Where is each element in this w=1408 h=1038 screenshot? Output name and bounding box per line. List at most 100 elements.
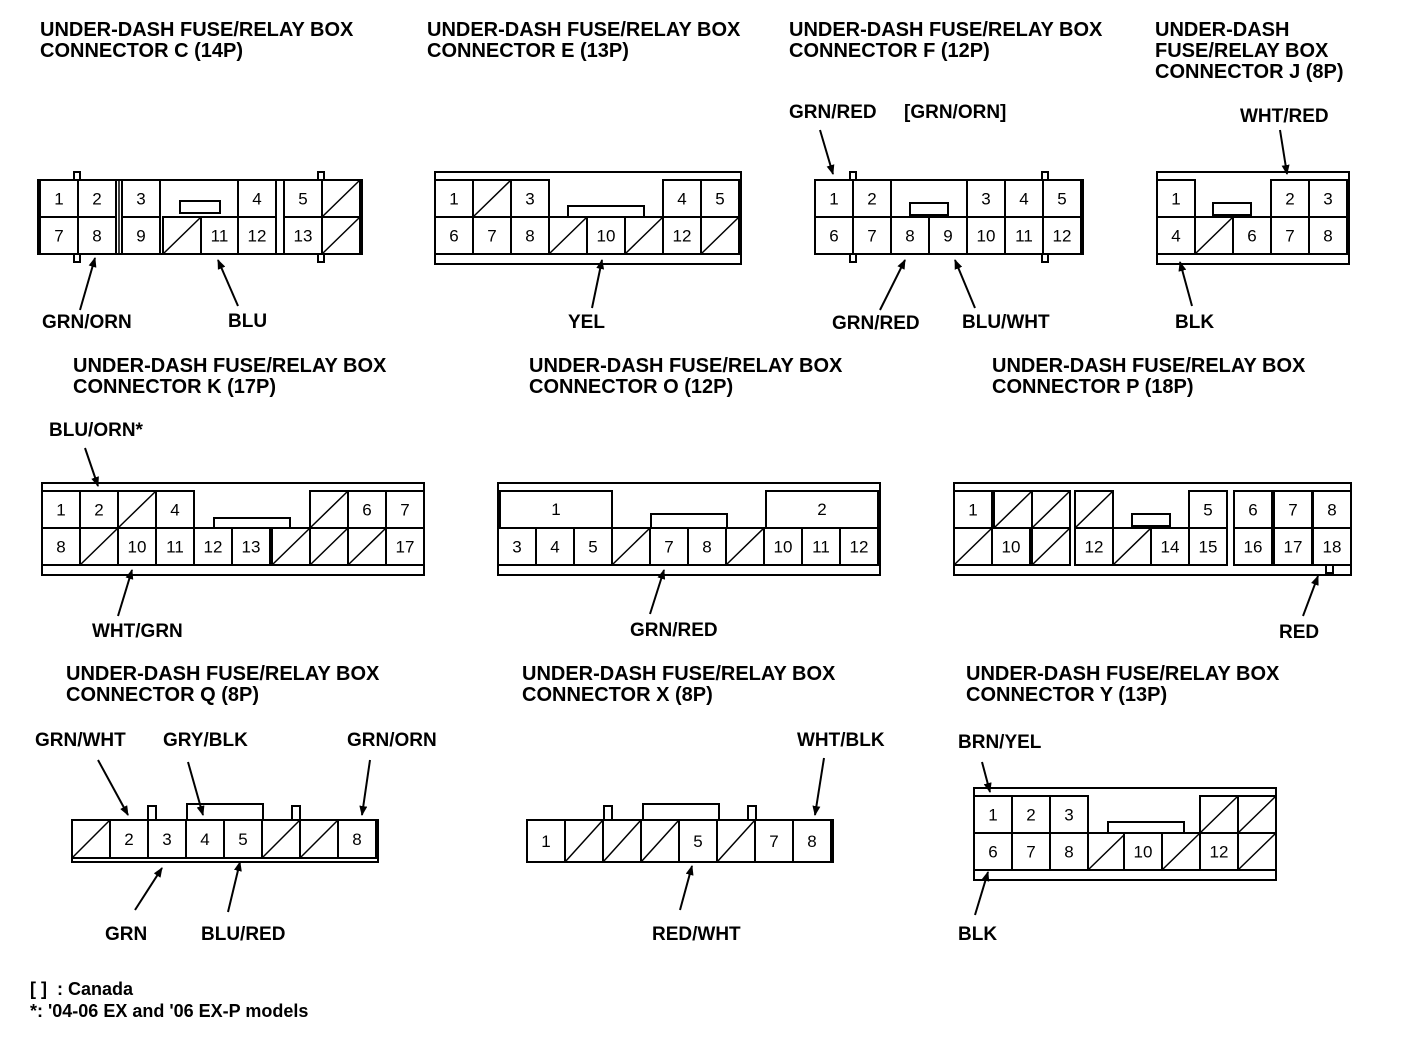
cavity-x-2-slash: [564, 819, 604, 863]
cavity-y-5-slash: [1237, 795, 1277, 834]
pin-k-11: 11: [166, 538, 184, 557]
cavity-x-8: [792, 819, 832, 863]
cavity-k-5-slash: [309, 490, 349, 529]
cavity-k-17: [385, 527, 425, 566]
pin-c-2: 2: [92, 190, 101, 209]
cavity-c-6-slash: [321, 179, 361, 218]
connector-c-key: [73, 171, 81, 181]
pin-f-11: 11: [1015, 227, 1033, 246]
cavity-y-8: [1049, 832, 1089, 871]
pin-o-4: 4: [550, 538, 559, 557]
cavity-e-9-slash: [548, 216, 588, 255]
wire-arrow-y-1: [974, 871, 990, 916]
connector-x-key: [603, 805, 613, 821]
note-models: *: '04-06 EX and '06 EX-P models: [30, 1001, 309, 1021]
pin-k-7: 7: [400, 501, 409, 520]
wire-arrow-c-1: [217, 259, 239, 307]
pin-c-12: 12: [248, 227, 267, 246]
pin-q-5: 5: [238, 830, 247, 849]
pin-q-3: 3: [162, 830, 171, 849]
cavity-y-11-slash: [1161, 832, 1201, 871]
pin-o-1: 1: [551, 500, 560, 519]
wire-label-q-0: GRN/WHT: [35, 730, 126, 751]
connector-q-title: UNDER-DASH FUSE/RELAY BOX CONNECTOR Q (8…: [66, 663, 380, 706]
wire-arrow-q-1: [187, 761, 205, 816]
connector-e-lock: [567, 205, 645, 218]
cavity-p-9-slash: [953, 527, 993, 566]
cavity-c-2: [77, 179, 117, 218]
pin-y-3: 3: [1064, 806, 1073, 825]
pin-c-5: 5: [298, 190, 307, 209]
pin-p-12: 12: [1085, 538, 1104, 557]
pin-f-5: 5: [1057, 190, 1066, 209]
connector-k-title: UNDER-DASH FUSE/RELAY BOX CONNECTOR K (1…: [73, 355, 387, 398]
pin-f-2: 2: [867, 190, 876, 209]
cavity-f-10: [966, 216, 1006, 255]
pin-k-4: 4: [170, 501, 179, 520]
cavity-e-2-slash: [472, 179, 512, 218]
pin-e-3: 3: [525, 190, 534, 209]
pin-k-2: 2: [94, 501, 103, 520]
cavity-p-12: [1074, 527, 1114, 566]
wire-arrow-x-1: [679, 865, 694, 911]
wire-label-f-0: GRN/RED: [789, 102, 877, 123]
pin-y-6: 6: [988, 843, 997, 862]
cavity-c-12: [237, 216, 277, 255]
cavity-j-2: [1270, 179, 1310, 218]
pin-p-8: 8: [1327, 501, 1336, 520]
cavity-x-3-slash: [602, 819, 642, 863]
cavity-f-8: [890, 216, 930, 255]
pin-y-2: 2: [1026, 806, 1035, 825]
cavity-c-10-slash: [162, 216, 202, 255]
cavity-x-7: [754, 819, 794, 863]
note-canada: [ ] : Canada: [30, 979, 134, 999]
wire-label-y-1: BLK: [958, 924, 997, 945]
cavity-c-7: [39, 216, 79, 255]
cavity-c-9: [121, 216, 161, 255]
connector-q-key: [291, 805, 301, 821]
pin-e-8: 8: [525, 227, 534, 246]
wire-arrow-k-1: [117, 569, 134, 617]
wire-arrow-j-1: [1178, 261, 1193, 307]
pin-j-8: 8: [1323, 227, 1332, 246]
pin-e-4: 4: [677, 190, 686, 209]
cavity-o-9-slash: [725, 527, 765, 566]
pin-k-12: 12: [204, 538, 223, 557]
connector-c-key: [317, 171, 325, 181]
cavity-c-8: [77, 216, 117, 255]
cavity-o-5: [573, 527, 613, 566]
wire-arrow-e-0: [591, 259, 605, 309]
pin-e-10: 10: [597, 227, 616, 246]
connector-x-lock: [642, 803, 720, 821]
pin-f-9: 9: [943, 227, 952, 246]
cavity-f-3: [966, 179, 1006, 218]
pin-k-6: 6: [362, 501, 371, 520]
wire-arrow-f-0: [819, 129, 835, 175]
cavity-o-1: [499, 490, 613, 529]
cavity-q-7-slash: [299, 819, 339, 859]
wire-arrow-y-0: [981, 761, 992, 793]
cavity-k-13: [231, 527, 271, 566]
pin-p-14: 14: [1161, 538, 1180, 557]
pin-k-8: 8: [56, 538, 65, 557]
pin-y-12: 12: [1210, 843, 1229, 862]
pin-c-9: 9: [136, 227, 145, 246]
cavity-c-4: [237, 179, 277, 218]
connector-y-lock: [1107, 821, 1185, 834]
wire-label-c-0: GRN/ORN: [42, 312, 132, 333]
pin-e-5: 5: [715, 190, 724, 209]
connector-j-lock: [1212, 202, 1252, 216]
cavity-q-8: [337, 819, 377, 859]
pin-f-12: 12: [1053, 227, 1072, 246]
cavity-c-11: [200, 216, 239, 255]
pin-c-13: 13: [294, 227, 313, 246]
pin-y-10: 10: [1134, 843, 1153, 862]
connector-f-key: [849, 253, 857, 263]
connector-y-title: UNDER-DASH FUSE/RELAY BOX CONNECTOR Y (1…: [966, 663, 1280, 706]
pin-o-5: 5: [588, 538, 597, 557]
cavity-f-5: [1042, 179, 1082, 218]
cavity-f-12: [1042, 216, 1082, 255]
cavity-f-7: [852, 216, 892, 255]
pin-x-7: 7: [769, 832, 778, 851]
wire-label-y-0: BRN/YEL: [958, 732, 1042, 753]
